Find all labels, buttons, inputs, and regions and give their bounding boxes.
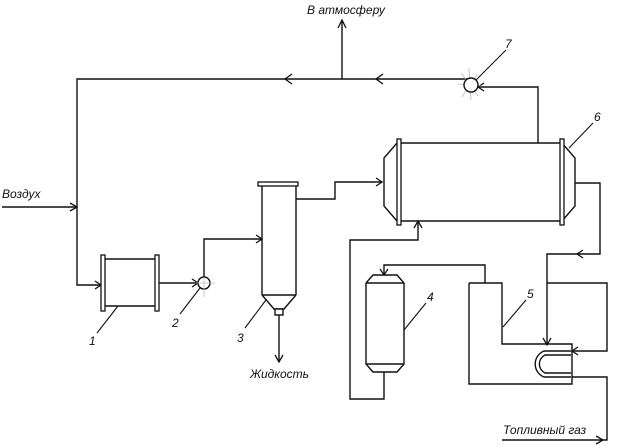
svg-text:1: 1: [89, 334, 96, 348]
equipment-1-compressor: [100, 254, 160, 312]
line-5-to-4: [379, 264, 486, 283]
label-4: 4: [403, 290, 434, 331]
fuel-gas-line: [502, 376, 608, 445]
label-3: 3: [237, 299, 267, 345]
label-5: 5: [502, 287, 534, 328]
equipment-4-reactor: [365, 274, 405, 373]
svg-text:7: 7: [505, 37, 513, 51]
label-1: 1: [89, 305, 119, 348]
equipment-2-pump: [196, 271, 215, 297]
equipment-7-flare: [457, 67, 483, 101]
line-1-to-2: [159, 278, 200, 288]
liquid-outlet-line: [274, 315, 284, 364]
svg-text:2: 2: [171, 316, 179, 330]
atmosphere-label: В атмосферу: [307, 3, 386, 17]
coil-loop-line: [547, 282, 608, 356]
fuel-gas-label: Топливный газ: [503, 423, 587, 437]
atmosphere-vent-line: [337, 18, 347, 79]
air-inlet-line: [2, 202, 79, 212]
line-4-to-6: [349, 219, 423, 400]
svg-text:5: 5: [527, 287, 534, 301]
equipment-3-separator: [257, 181, 299, 316]
label-6: 6: [568, 110, 601, 149]
line-6-to-5: [542, 182, 601, 347]
equipment-5-furnace: [468, 282, 573, 385]
recycle-line: [76, 73, 469, 290]
svg-text:3: 3: [237, 331, 244, 345]
liquid-label: Жидкость: [249, 367, 309, 381]
label-7: 7: [475, 37, 513, 81]
line-6-to-7: [476, 82, 539, 143]
equipment-6-heat-exchanger: [383, 138, 576, 226]
line-2-to-3: [203, 234, 264, 277]
air-label: Воздух: [2, 187, 41, 201]
svg-text:4: 4: [427, 290, 434, 304]
label-2: 2: [171, 287, 201, 330]
svg-text:6: 6: [594, 110, 601, 124]
line-3-to-6: [296, 177, 384, 200]
